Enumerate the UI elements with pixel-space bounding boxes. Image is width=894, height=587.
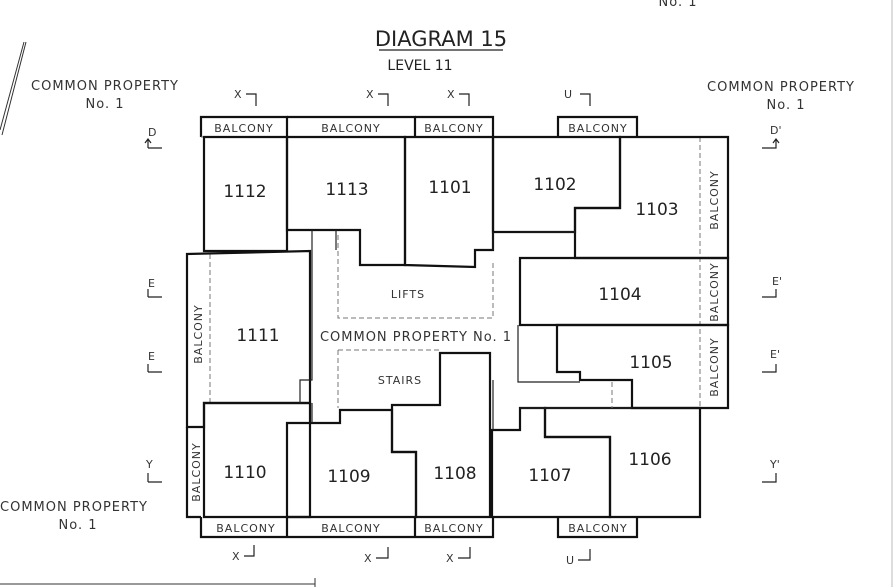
unit-1109[interactable]: [285, 408, 418, 519]
section-u-bottom: U: [566, 554, 574, 567]
section-x-bottom-3: X: [446, 552, 454, 565]
level-label: LEVEL 11: [387, 58, 452, 74]
section-arrow-icon: [459, 93, 470, 106]
cp-label-left-1: COMMON PROPERTY: [31, 79, 179, 94]
section-arrow-icon: [147, 473, 162, 483]
unit-1110[interactable]: [202, 401, 312, 519]
section-x-top-2: X: [366, 88, 374, 101]
section-x-top-1: X: [234, 88, 242, 101]
unit-1107[interactable]: [490, 406, 612, 519]
balcony-1110-side: [185, 427, 201, 519]
unit-label-1101: 1101: [428, 178, 471, 198]
cp-label-bottom-2: No. 1: [59, 518, 98, 533]
section-e-prime: E': [772, 275, 782, 288]
common-property-center-label: COMMON PROPERTY No. 1: [320, 330, 512, 345]
unit-1101[interactable]: [403, 135, 495, 269]
unit-label-1113: 1113: [325, 180, 368, 200]
balcony-label: BALCONY: [216, 522, 276, 535]
unit-label-1110: 1110: [223, 463, 266, 483]
section-d: D: [148, 126, 156, 139]
section-u-top: U: [564, 88, 572, 101]
balcony-label: BALCONY: [321, 122, 381, 135]
unit-1103[interactable]: [573, 135, 730, 260]
unit-label-1104: 1104: [598, 285, 641, 305]
section-arrow-icon: [580, 93, 591, 106]
section-arrow-icon: [144, 138, 162, 149]
top-cut-label: No. 1: [659, 0, 698, 10]
section-arrow-icon: [244, 545, 255, 557]
balcony-label: BALCONY: [708, 170, 721, 230]
unit-label-1106: 1106: [628, 450, 671, 470]
section-x-bottom-1: X: [232, 550, 240, 563]
balcony-1102: [556, 115, 639, 137]
balcony-bottom-row: [199, 517, 495, 539]
balcony-label: BALCONY: [192, 304, 205, 364]
unit-label-1112: 1112: [223, 182, 266, 202]
section-x-bottom-2: X: [364, 552, 372, 565]
section-y: Y: [145, 458, 153, 471]
unit-1105[interactable]: [555, 323, 730, 410]
unit-label-1109: 1109: [327, 467, 370, 487]
balcony-1107: [556, 517, 639, 539]
balcony-label: BALCONY: [190, 442, 203, 502]
unit-label-1108: 1108: [433, 464, 476, 484]
north-arrow-icon: [0, 41, 27, 136]
cp-label-right-1: COMMON PROPERTY: [707, 80, 855, 95]
unit-label-1111: 1111: [236, 326, 279, 346]
section-arrow-icon: [458, 547, 471, 559]
section-arrow-icon: [147, 289, 162, 298]
diagram-title: DIAGRAM 15: [375, 27, 507, 51]
section-x-top-3: X: [447, 88, 455, 101]
unit-label-1105: 1105: [629, 353, 672, 373]
section-y-prime: Y': [769, 458, 780, 471]
section-arrow-icon: [762, 364, 777, 373]
units: [185, 135, 730, 519]
balcony-label: BALCONY: [708, 262, 721, 322]
cp-label-left-2: No. 1: [86, 97, 125, 112]
balcony-label: BALCONY: [568, 122, 628, 135]
balcony-label: BALCONY: [568, 522, 628, 535]
balconies: BALCONY BALCONY BALCONY BALCONY BALCONY …: [190, 115, 721, 539]
section-d-prime: D': [770, 124, 782, 137]
section-arrow-icon: [578, 549, 591, 561]
section-arrow-icon: [147, 364, 162, 373]
section-arrow-icon: [376, 547, 389, 559]
section-arrow-icon: [246, 93, 257, 106]
balcony-label: BALCONY: [424, 122, 484, 135]
section-arrow-icon: [378, 93, 389, 106]
unit-label-1107: 1107: [528, 466, 571, 486]
section-arrow-icon: [762, 289, 777, 298]
balcony-label: BALCONY: [708, 337, 721, 397]
cp-label-bottom-1: COMMON PROPERTY: [0, 500, 148, 515]
section-e-2: E: [148, 350, 155, 363]
balcony-label: BALCONY: [321, 522, 381, 535]
unit-label-1102: 1102: [533, 175, 576, 195]
section-marks: D D' E E' E E' Y Y' X X X U X X X U: [144, 88, 782, 567]
balcony-label: BALCONY: [214, 122, 274, 135]
section-arrow-icon: [762, 473, 777, 483]
balcony-label: BALCONY: [424, 522, 484, 535]
balcony-1112: [199, 115, 289, 137]
unit-1106[interactable]: [543, 406, 702, 519]
lifts-label: LIFTS: [391, 288, 425, 301]
unit-label-1103: 1103: [635, 200, 678, 220]
section-e: E: [148, 277, 155, 290]
common-property-walls: [299, 230, 632, 430]
cp-label-right-2: No. 1: [767, 98, 806, 113]
section-e-prime-2: E': [770, 348, 780, 361]
lift-stair-outline: [337, 235, 613, 408]
stairs-label: STAIRS: [378, 374, 422, 387]
unit-1113[interactable]: [285, 135, 407, 267]
balcony-1101: [415, 115, 495, 137]
section-arrow-icon: [762, 138, 780, 149]
